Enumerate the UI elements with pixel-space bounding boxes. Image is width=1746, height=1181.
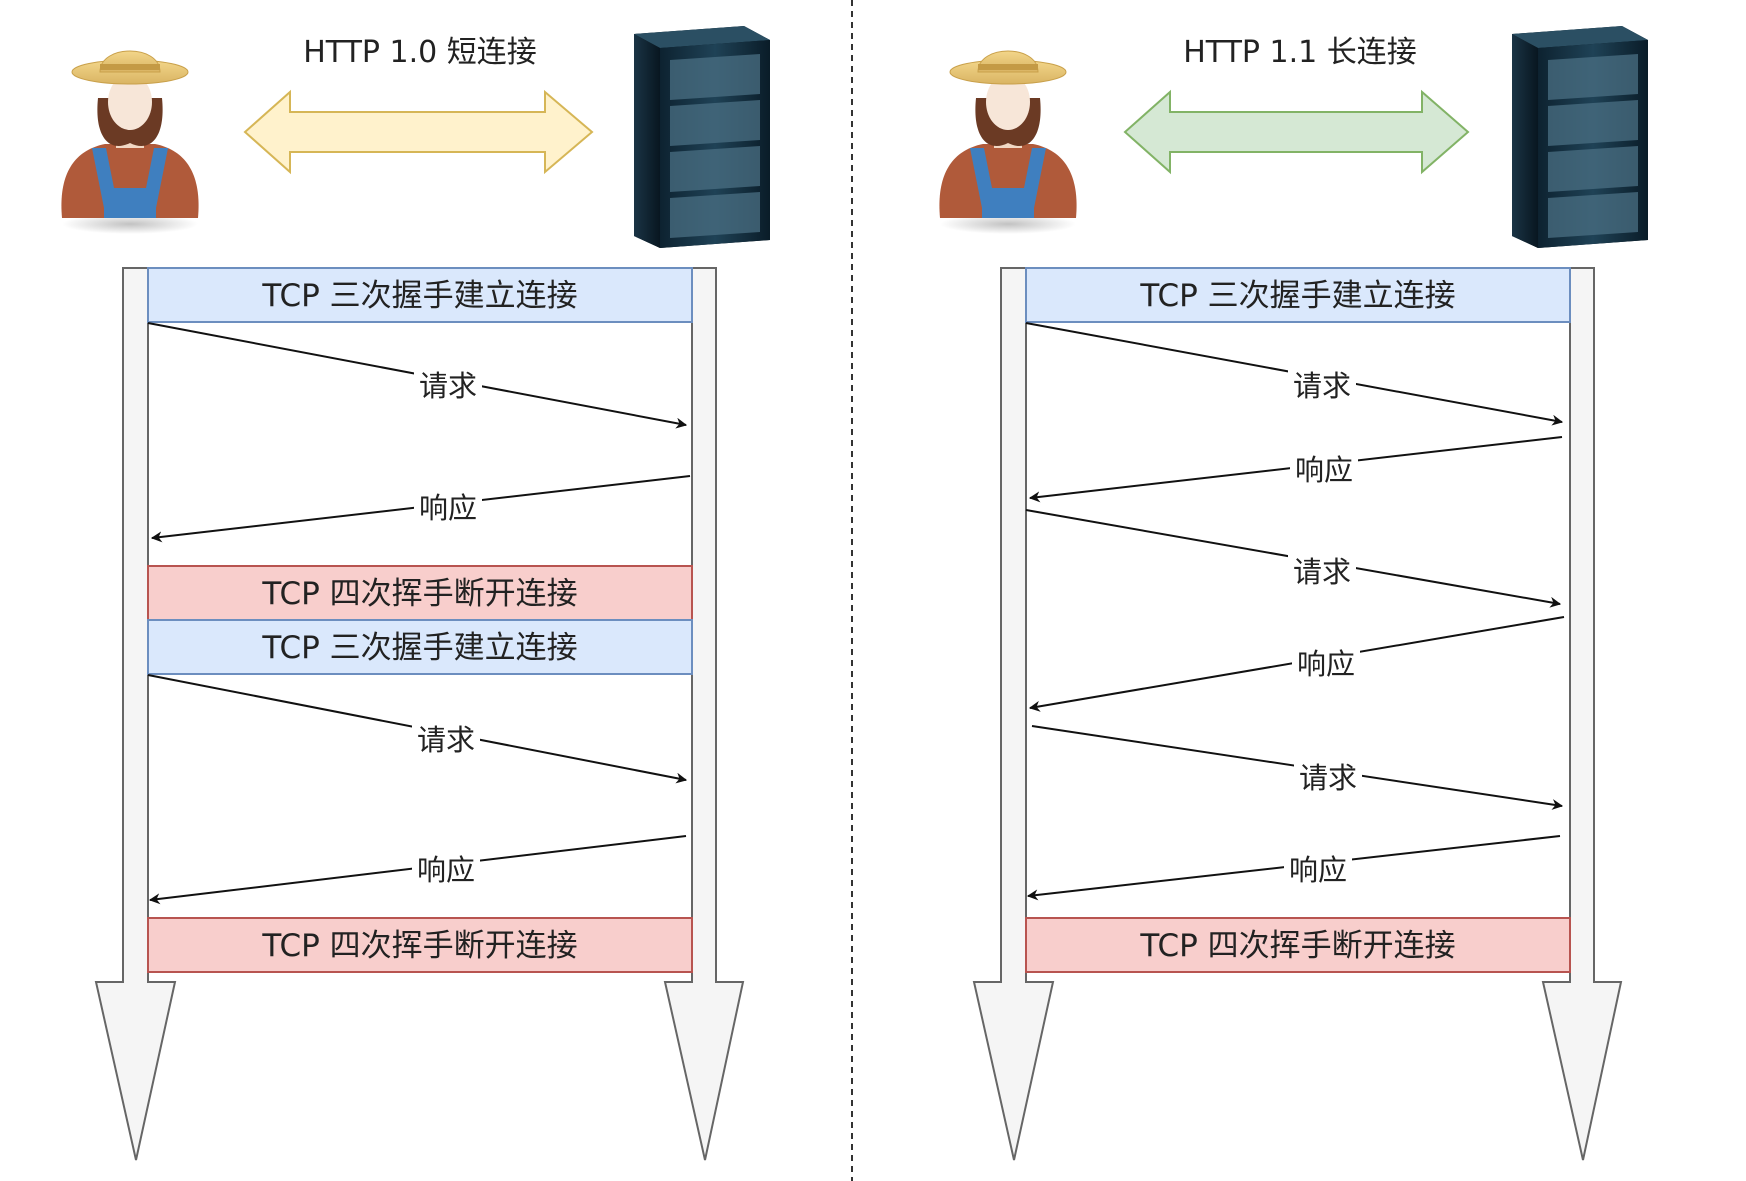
request-arrow: 请求 — [1025, 509, 1562, 608]
band-label: TCP 三次握手建立连接 — [261, 278, 577, 314]
band-label: TCP 四次挥手断开连接 — [1139, 928, 1455, 964]
message-label: 响应 — [417, 853, 475, 887]
panel-title: HTTP 1.0 短连接 — [303, 35, 537, 70]
client-lifeline — [94, 267, 177, 1161]
server-lifeline — [1541, 267, 1623, 1161]
request-arrow: 请求 — [1025, 322, 1564, 426]
tcp-setup-band: TCP 三次握手建立连接 — [147, 619, 693, 675]
client-lifeline — [972, 267, 1055, 1161]
double-arrow-shape — [1123, 89, 1470, 175]
double-arrow — [243, 89, 594, 175]
response-arrow: 响应 — [150, 475, 691, 543]
double-arrow-shape — [243, 89, 594, 175]
tcp-teardown-band: TCP 四次挥手断开连接 — [1025, 917, 1571, 973]
band-label: TCP 四次挥手断开连接 — [261, 576, 577, 612]
band-label: TCP 四次挥手断开连接 — [261, 928, 577, 964]
message-label: 请求 — [1299, 761, 1357, 795]
farmer-person-icon — [939, 50, 1077, 234]
message-label: 请求 — [419, 369, 477, 403]
tcp-setup-band: TCP 三次握手建立连接 — [1025, 267, 1571, 323]
message-label: 响应 — [1295, 453, 1353, 487]
message-label: 请求 — [1293, 555, 1351, 589]
response-arrow: 响应 — [1028, 436, 1563, 503]
tcp-setup-band: TCP 三次握手建立连接 — [147, 267, 693, 323]
tcp-teardown-band: TCP 四次挥手断开连接 — [147, 565, 693, 621]
request-arrow: 请求 — [147, 322, 688, 429]
band-label: TCP 三次握手建立连接 — [1139, 278, 1455, 314]
farmer-person-icon — [61, 50, 199, 234]
panel-http10: HTTP 1.0 短连接 — [61, 26, 770, 1161]
response-arrow: 响应 — [148, 835, 687, 905]
request-arrow: 请求 — [147, 674, 688, 784]
message-label: 响应 — [1289, 853, 1347, 887]
message-label: 请求 — [417, 723, 475, 757]
double-arrow — [1123, 89, 1470, 175]
panel-http11: HTTP 1.1 长连接 — [939, 26, 1648, 1161]
response-arrow: 响应 — [1026, 835, 1561, 901]
message-label: 响应 — [419, 491, 477, 525]
response-arrow: 响应 — [1028, 616, 1565, 712]
server-lifeline — [663, 267, 745, 1161]
server-rack-icon — [634, 26, 770, 248]
message-label: 响应 — [1297, 647, 1355, 681]
panel-title: HTTP 1.1 长连接 — [1183, 35, 1417, 70]
message-label: 请求 — [1293, 369, 1351, 403]
server-rack-icon — [1512, 26, 1648, 248]
band-label: TCP 三次握手建立连接 — [261, 630, 577, 666]
request-arrow: 请求 — [1031, 725, 1564, 810]
tcp-teardown-band: TCP 四次挥手断开连接 — [147, 917, 693, 973]
